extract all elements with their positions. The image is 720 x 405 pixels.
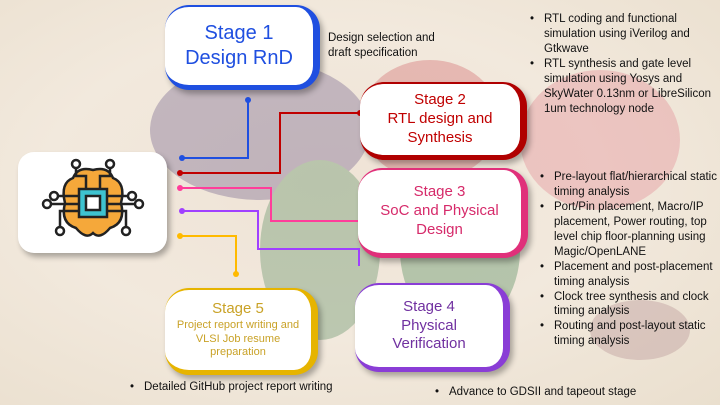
connector-stage1 — [182, 100, 249, 159]
connector-stage5 — [180, 235, 237, 274]
connector-stage3 — [180, 187, 362, 222]
stage4-title: Stage 4 — [403, 297, 455, 315]
stage2-bullets: RTL coding and functional simulation usi… — [530, 12, 715, 117]
stage3-subtitle: SoC and Physical Design — [380, 202, 499, 238]
stage2-card: Stage 2 RTL design and Synthesis — [360, 82, 527, 160]
bullet: Port/Pin placement, Macro/IP placement, … — [540, 200, 718, 260]
bullet: Placement and post-placement timing anal… — [540, 260, 718, 290]
stage5-title: Stage 5 — [212, 300, 264, 317]
bullet: Advance to GDSII and tapeout stage — [435, 385, 695, 400]
bullet: Detailed GitHub project report writing — [130, 380, 390, 395]
bullet: Routing and post-layout static timing an… — [540, 319, 718, 349]
brain-chip-icon — [41, 158, 144, 237]
stage1-title: Stage 1 — [204, 22, 274, 44]
stage3-title: Stage 3 — [413, 183, 466, 201]
stage4-subtitle: Physical Verification — [392, 316, 466, 353]
stage5-bullets: Detailed GitHub project report writing — [130, 380, 390, 395]
stage3-card: Stage 3 SoC and Physical Design — [358, 168, 528, 258]
bullet: Clock tree synthesis and clock timing an… — [540, 290, 718, 320]
stage5-card: Stage 5 Project report writing and VLSI … — [165, 288, 318, 375]
stage3-bullets: Pre-layout flat/hierarchical static timi… — [540, 170, 718, 349]
stage1-subtitle: Design RnD — [185, 47, 293, 69]
central-icon-card — [18, 152, 167, 253]
stage4-card: Stage 4 Physical Verification — [355, 283, 510, 372]
stage2-title: Stage 2 — [414, 91, 466, 109]
stage1-card: Stage 1 Design RnD — [165, 5, 320, 90]
stage2-subtitle: RTL design and Synthesis — [387, 110, 493, 146]
bullet: Pre-layout flat/hierarchical static timi… — [540, 170, 718, 200]
bullet: RTL coding and functional simulation usi… — [530, 12, 715, 57]
bullet: RTL synthesis and gate level simulation … — [530, 57, 715, 117]
connector-stage4 — [182, 210, 360, 266]
stage4-bullets: Advance to GDSII and tapeout stage — [435, 385, 695, 400]
stage1-note: Design selection and draft specification — [328, 32, 435, 59]
connector-stage2 — [180, 112, 360, 174]
stage5-subtitle: Project report writing and VLSI Job resu… — [176, 318, 300, 359]
